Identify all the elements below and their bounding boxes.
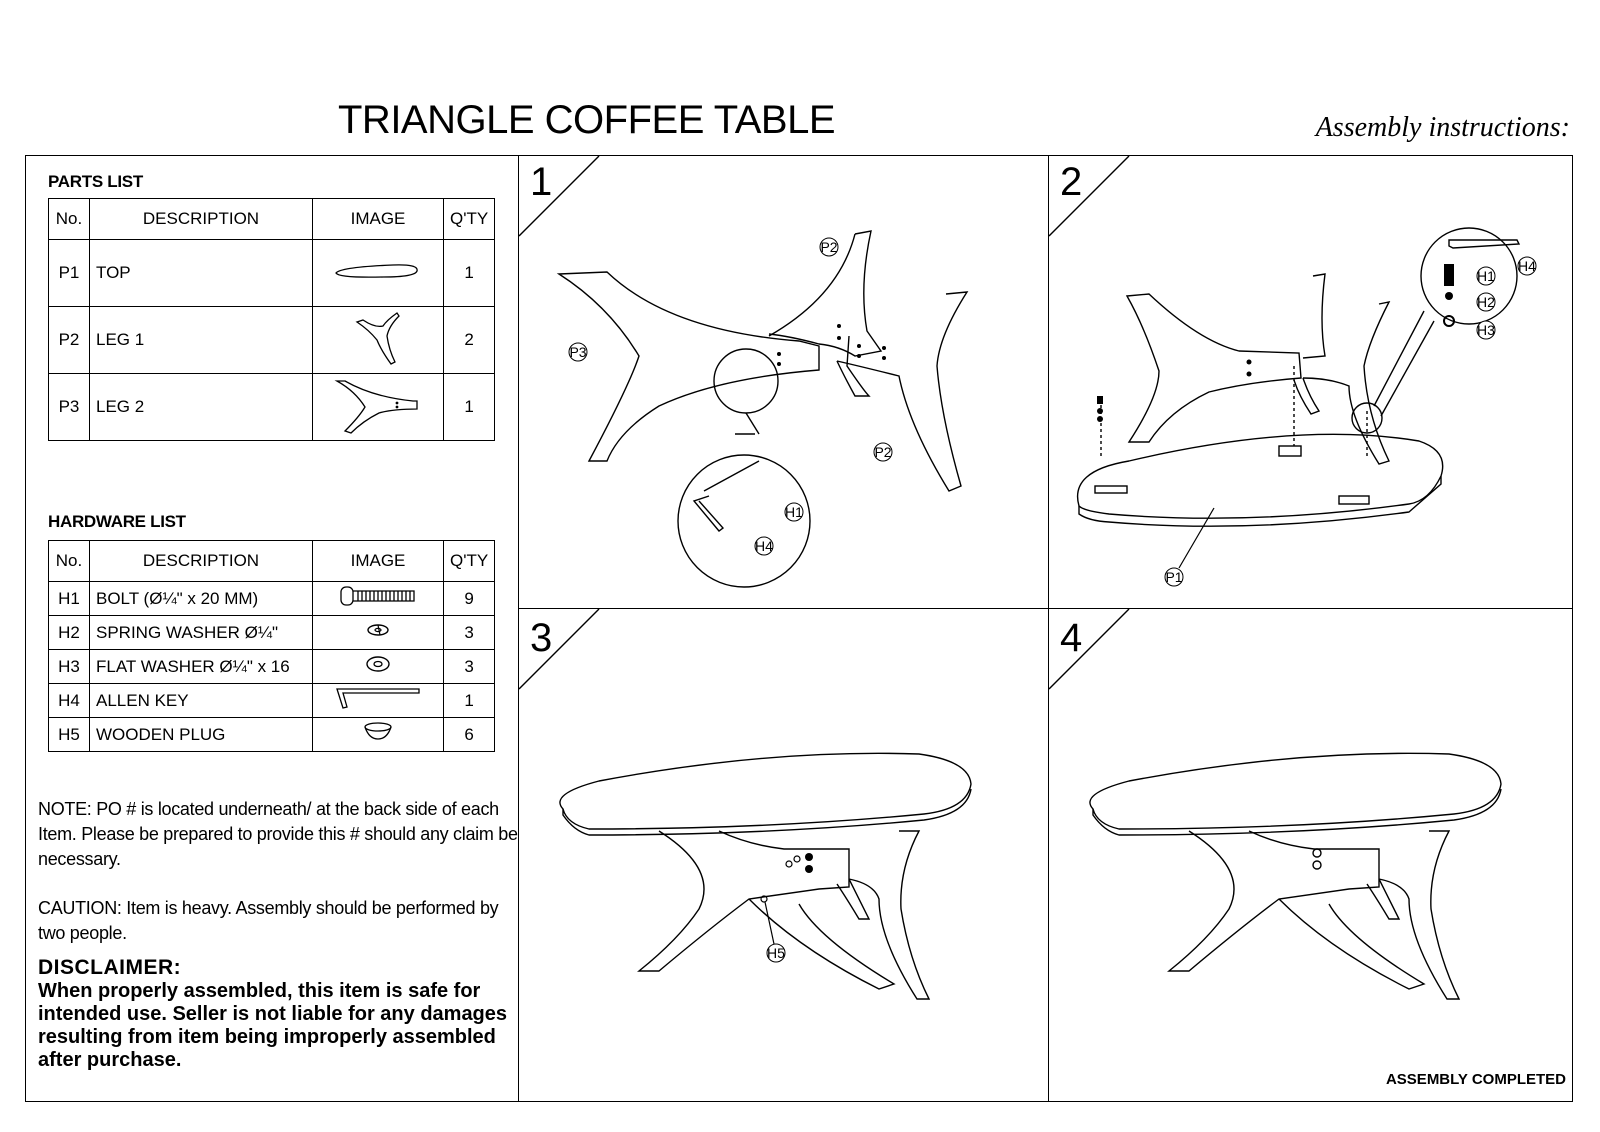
step-2-label-h3: H3	[1477, 322, 1495, 338]
step-1-label-h4: H4	[755, 538, 773, 554]
step-3-label-h5: H5	[767, 945, 785, 961]
leg-2-image	[312, 373, 444, 441]
page-title: TRIANGLE COFFEE TABLE	[338, 98, 836, 142]
part-no: P2	[48, 306, 90, 374]
disclaimer-text: When properly assembled, this item is sa…	[38, 980, 508, 1071]
hardware-desc: BOLT (Ø¼" x 20 MM)	[89, 581, 313, 616]
step-1-label-p2-top: P2	[820, 239, 837, 255]
table-row: H4 ALLEN KEY 1	[48, 683, 496, 718]
step-3-diagram: H5	[519, 609, 972, 1000]
divider-horizontal	[518, 608, 1573, 609]
hardware-desc: ALLEN KEY	[89, 683, 313, 718]
wooden-plug-image	[312, 717, 444, 752]
hardware-table: No. DESCRIPTION IMAGE Q'TY H1 BOLT (Ø¼" …	[48, 540, 496, 752]
step-2-diagram: H1 H2 H3 H4 P1	[1049, 156, 1537, 587]
leg-1-image	[312, 306, 444, 374]
hardware-list-heading: HARDWARE LIST	[48, 512, 186, 531]
part-desc: TOP	[89, 239, 313, 307]
page-subtitle: Assembly instructions:	[1315, 112, 1570, 143]
table-header-row: No. DESCRIPTION IMAGE Q'TY	[48, 198, 496, 240]
col-qty: Q'TY	[442, 198, 496, 240]
step-1-label-h1: H1	[785, 504, 803, 520]
table-top-image	[312, 239, 444, 307]
table-row: P2 LEG 1 2	[48, 306, 496, 374]
hardware-no: H1	[48, 581, 90, 616]
col-image: IMAGE	[312, 198, 444, 240]
disclaimer-heading: DISCLAIMER:	[38, 956, 182, 979]
part-qty: 1	[442, 373, 496, 441]
part-desc: LEG 2	[89, 373, 313, 441]
step-4-diagram	[1049, 609, 1502, 1000]
col-description: DESCRIPTION	[89, 198, 313, 240]
note-text: NOTE: PO # is located underneath/ at the…	[38, 799, 518, 869]
hardware-desc: FLAT WASHER Ø¼" x 16	[89, 649, 313, 684]
col-no: No.	[48, 540, 90, 582]
part-no: P1	[48, 239, 90, 307]
hardware-qty: 1	[442, 683, 496, 718]
table-row: H2 SPRING WASHER Ø¼" 3	[48, 615, 496, 650]
step-1-label-p3: P3	[569, 344, 586, 360]
col-image: IMAGE	[312, 540, 444, 582]
step-2-label-h2: H2	[1477, 294, 1495, 310]
hardware-desc: WOODEN PLUG	[89, 717, 313, 752]
hardware-no: H4	[48, 683, 90, 718]
table-row: H3 FLAT WASHER Ø¼" x 16 3	[48, 649, 496, 684]
part-no: P3	[48, 373, 90, 441]
part-qty: 2	[442, 306, 496, 374]
part-qty: 1	[442, 239, 496, 307]
hardware-qty: 3	[442, 649, 496, 684]
divider-left	[518, 155, 519, 1102]
table-row: P3 LEG 2 1	[48, 373, 496, 441]
table-row: P1 TOP 1	[48, 239, 496, 307]
hardware-no: H2	[48, 615, 90, 650]
bolt-image	[312, 581, 444, 616]
step-2-label-p1: P1	[1165, 569, 1182, 585]
table-row: H5 WOODEN PLUG 6	[48, 717, 496, 752]
step-2-number: 2	[1060, 160, 1083, 204]
step-1-diagram: P2 P3 P2 H1 H4	[519, 156, 969, 588]
col-qty: Q'TY	[442, 540, 496, 582]
hardware-no: H5	[48, 717, 90, 752]
step-1-number: 1	[530, 160, 553, 204]
spring-washer-image	[312, 615, 444, 650]
step-4-number: 4	[1060, 616, 1083, 660]
hardware-desc: SPRING WASHER Ø¼"	[89, 615, 313, 650]
table-row: H1 BOLT (Ø¼" x 20 MM) 9	[48, 581, 496, 616]
caution-text: CAUTION: Item is heavy. Assembly should …	[38, 898, 499, 943]
hardware-no: H3	[48, 649, 90, 684]
part-desc: LEG 1	[89, 306, 313, 374]
col-description: DESCRIPTION	[89, 540, 313, 582]
hardware-qty: 6	[442, 717, 496, 752]
parts-table: No. DESCRIPTION IMAGE Q'TY P1 TOP 1 P2 L…	[48, 198, 496, 441]
instruction-frame	[25, 155, 1573, 1102]
parts-list-heading: PARTS LIST	[48, 172, 143, 191]
step-3-number: 3	[530, 616, 553, 660]
divider-middle	[1048, 155, 1049, 1102]
step-2-label-h1: H1	[1477, 268, 1495, 284]
step-1-label-p2-bottom: P2	[874, 444, 891, 460]
hardware-qty: 9	[442, 581, 496, 616]
allen-key-image	[312, 683, 444, 718]
step-2-label-h4: H4	[1518, 258, 1536, 274]
flat-washer-image	[312, 649, 444, 684]
assembly-completed-label: ASSEMBLY COMPLETED	[1385, 1071, 1566, 1088]
hardware-qty: 3	[442, 615, 496, 650]
table-header-row: No. DESCRIPTION IMAGE Q'TY	[48, 540, 496, 582]
col-no: No.	[48, 198, 90, 240]
